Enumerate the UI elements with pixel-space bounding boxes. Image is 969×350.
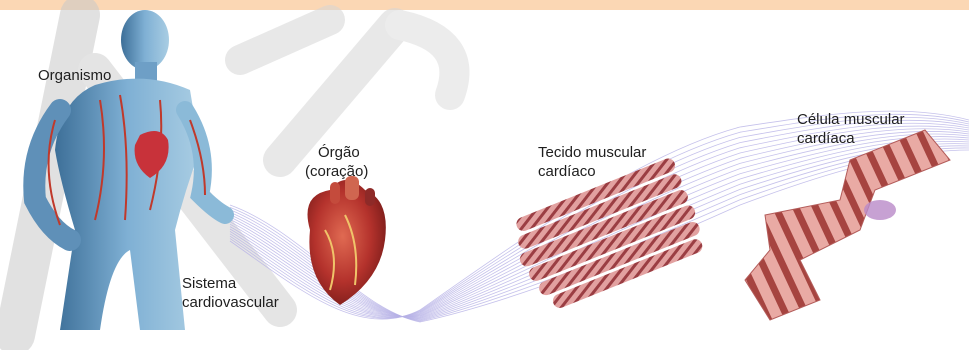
heart-organ bbox=[308, 176, 386, 305]
label-organismo: Organismo bbox=[38, 66, 111, 85]
cardiac-muscle-tissue bbox=[505, 156, 710, 316]
label-orgao: Órgão bbox=[318, 143, 360, 162]
label-sistema: Sistema bbox=[182, 274, 236, 293]
label-celula-muscular: Célula muscular bbox=[797, 110, 905, 129]
label-tecido-cardiaco: cardíaco bbox=[538, 162, 596, 181]
cardiac-muscle-cell bbox=[745, 130, 950, 320]
label-orgao-coracao: (coração) bbox=[305, 162, 368, 181]
label-cardiovascular: cardiovascular bbox=[182, 293, 279, 312]
label-tecido-muscular: Tecido muscular bbox=[538, 143, 646, 162]
label-celula-cardiaca: cardíaca bbox=[797, 129, 855, 148]
